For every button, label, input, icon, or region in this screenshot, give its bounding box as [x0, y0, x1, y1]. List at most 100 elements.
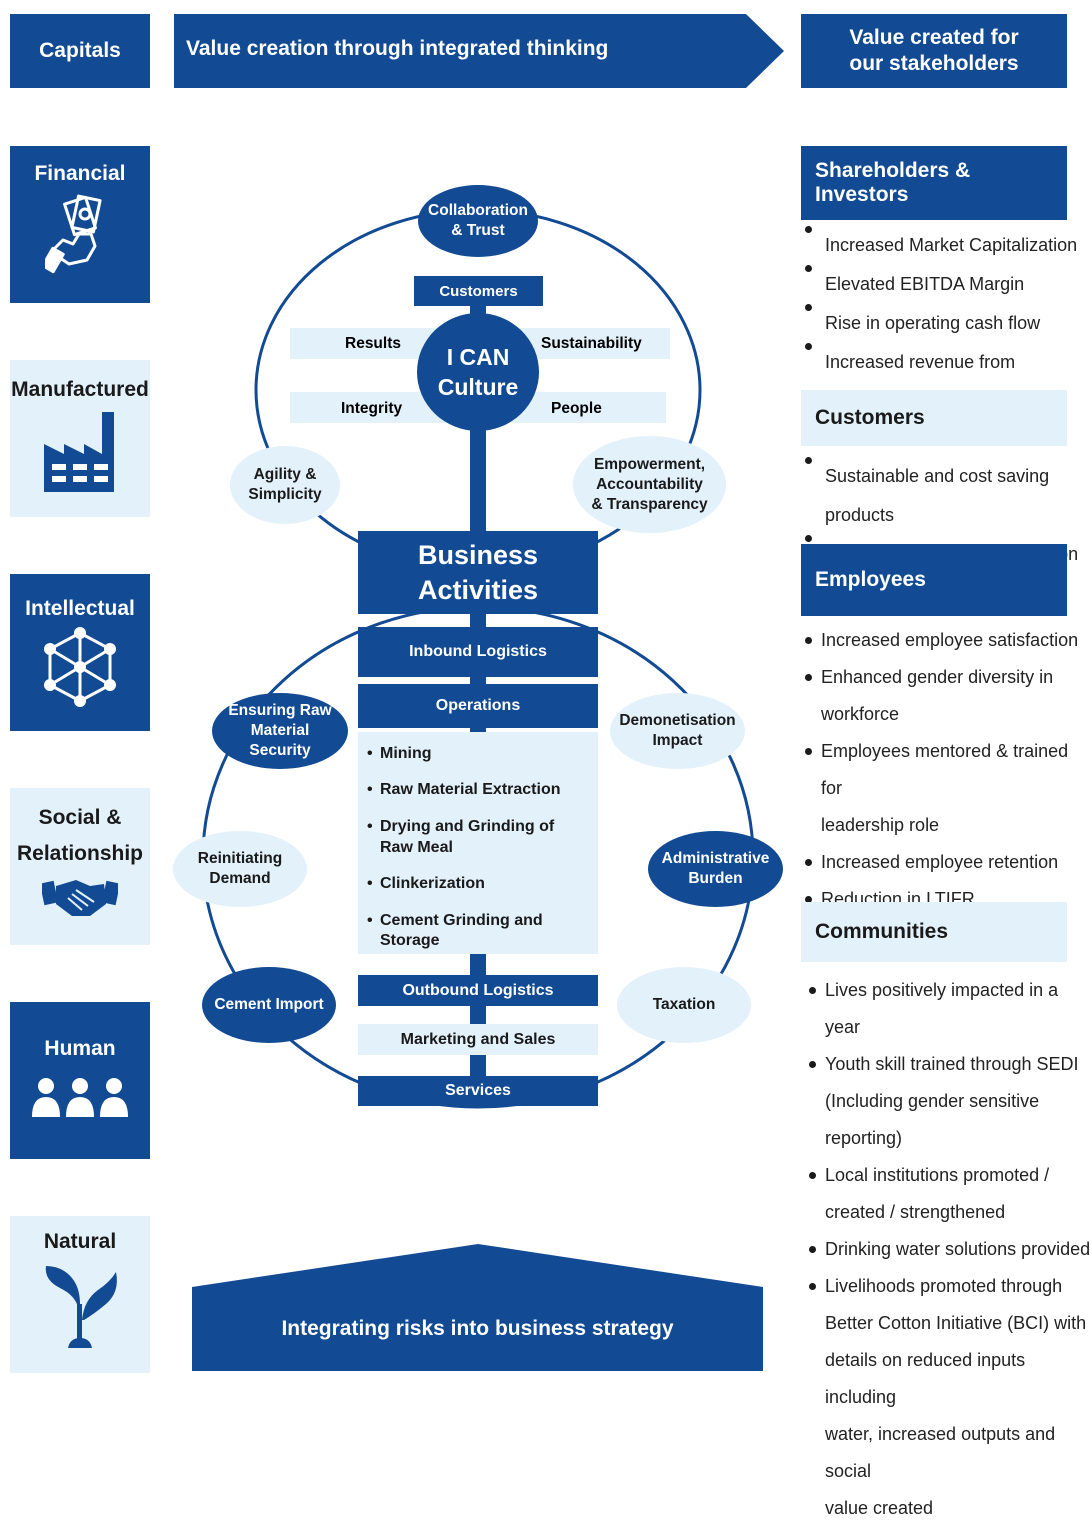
list-item-continuation: leadership role — [821, 815, 940, 835]
capitals-header: Capitals — [10, 14, 150, 88]
communities-title: Communities — [815, 920, 949, 943]
capital-natural: Natural — [10, 1216, 150, 1373]
risk-strategy-banner — [192, 1244, 763, 1371]
operations-label: Operations — [435, 697, 521, 714]
list-item-continuation: value created — [825, 1498, 934, 1518]
list-item: Increased employee satisfaction — [803, 622, 1092, 659]
value-creation-arrow — [174, 14, 784, 88]
capital-financial: Financial — [10, 146, 150, 303]
results-label: Results — [345, 335, 401, 352]
customers-title: Customers — [815, 406, 925, 429]
list-item-continuation: created / strengthened — [825, 1202, 1006, 1222]
operations-list: Raw Material Extraction — [367, 780, 561, 800]
ops-item: Drying and Grinding of — [367, 817, 554, 837]
capital-manufactured-label: Manufactured — [11, 378, 149, 401]
list-item-continuation: workforce — [821, 704, 900, 724]
list-item-continuation: Better Cotton Initiative (BCI) with — [825, 1313, 1087, 1333]
operations-list: Drying and Grinding of — [367, 817, 554, 837]
integrity-label: Integrity — [341, 400, 403, 417]
communities-header: Communities — [801, 902, 1067, 962]
list-item: Increased employee retention — [803, 844, 1092, 881]
reinit-line2: Demand — [209, 870, 271, 887]
operations-list-box: Mining Raw Material Extraction Drying an… — [358, 732, 598, 954]
outbound-label: Outbound Logistics — [402, 981, 554, 999]
inbound-logistics-bar: Inbound Logistics — [358, 627, 598, 677]
list-item-text: Increased employee satisfaction — [821, 630, 1079, 650]
capital-intellectual: Intellectual — [10, 574, 150, 731]
empower-line3: & Transparency — [591, 495, 708, 513]
list-item-text: Local institutions promoted / — [825, 1165, 1050, 1185]
agility-simplicity-oval: Agility &Simplicity — [230, 446, 340, 524]
culture-line1: I CAN — [446, 344, 510, 370]
capital-human-label: Human — [44, 1037, 116, 1060]
culture-line2: Culture — [437, 374, 519, 400]
ops-item: Mining — [367, 744, 432, 764]
business-title-line1: Business — [417, 539, 539, 570]
collab-line1: Collaboration — [428, 202, 528, 219]
inbound-label: Inbound Logistics — [409, 643, 547, 660]
list-item: Enhanced gender diversity in — [803, 659, 1092, 696]
list-item: Employees mentored & trained for — [803, 733, 1092, 807]
list-item: Increased Market Capitalization — [803, 226, 1092, 265]
empower-line2: Accountability — [596, 475, 703, 493]
list-item-continuation: water, increased outputs and social — [825, 1424, 1056, 1481]
cement-import-label: Cement Import — [214, 996, 324, 1013]
list-item-text: Employees mentored & trained for — [821, 741, 1069, 798]
list-item: Sustainable and cost saving products — [803, 457, 1092, 535]
customers-label: Customers — [439, 282, 518, 300]
risk-strategy-label: Integrating risks into business strategy — [281, 1317, 674, 1340]
demon-line1: Demonetisation — [619, 712, 736, 729]
list-item: Lives positively impacted in a year — [807, 972, 1092, 1046]
cement-import-oval: Cement Import — [202, 967, 336, 1043]
list-item: Elevated EBITDA Margin — [803, 265, 1092, 304]
raw-line2: Material — [250, 722, 310, 739]
ops-item: Cement Grinding and Storage — [367, 911, 598, 951]
capital-social-label-line2: Relationship — [16, 842, 143, 865]
list-item: Livelihoods promoted through — [807, 1268, 1092, 1305]
admin-line2: Burden — [688, 870, 743, 887]
taxation-label: Taxation — [652, 996, 716, 1013]
agility-line2: Simplicity — [248, 486, 322, 503]
collab-line2: & Trust — [451, 222, 505, 239]
capital-human: Human — [10, 1002, 150, 1159]
operations-bar: Operations — [358, 684, 598, 728]
ops-item: Clinkerization — [367, 874, 485, 894]
list-item: Drinking water solutions provided — [807, 1231, 1092, 1268]
people-label: People — [551, 400, 602, 417]
capital-social-relationship: Social & Relationship — [10, 788, 150, 945]
list-item-text: Enhanced gender diversity in — [821, 667, 1054, 687]
services-label: Services — [445, 1082, 511, 1099]
communities-list: Lives positively impacted in a year Yout… — [807, 972, 1092, 1527]
taxation-oval: Taxation — [617, 967, 751, 1043]
operations-list: Clinkerization — [367, 874, 485, 894]
list-item-text: Youth skill trained through SEDI — [825, 1054, 1079, 1074]
shareholders-title: Shareholders & Investors — [815, 159, 971, 206]
business-activities-box: Business Activities — [358, 531, 598, 614]
list-item-continuation: (Including gender sensitive — [825, 1091, 1040, 1111]
list-item: Rise in operating cash flow — [803, 304, 1092, 343]
customers-header: Customers — [801, 390, 1067, 446]
ops-item-continuation: Raw Meal — [380, 839, 453, 856]
capital-financial-label: Financial — [34, 162, 126, 185]
admin-line1: Administrative — [661, 850, 770, 867]
people-icon — [32, 1078, 128, 1117]
raw-line3: Security — [249, 742, 311, 759]
outbound-logistics-bar: Outbound Logistics — [358, 975, 598, 1006]
reinit-line1: Reinitiating — [197, 850, 283, 867]
operations-list: Cement Grinding and Storage — [367, 911, 598, 951]
raw-line1: Ensuring Raw — [228, 702, 332, 719]
list-item-text: Lives positively impacted in a year — [825, 980, 1059, 1037]
demon-line2: Impact — [652, 732, 703, 749]
employees-header: Employees — [801, 544, 1067, 616]
value-created-line1: Value created for — [849, 26, 1019, 49]
operations-list: Mining — [367, 744, 432, 764]
capital-social-label-line1: Social & — [38, 806, 122, 829]
marketing-label: Marketing and Sales — [400, 1030, 556, 1048]
empowerment-oval: Empowerment,Accountability& Transparency — [573, 436, 726, 533]
list-item-continuation: details on reduced inputs including — [825, 1350, 1026, 1407]
list-item: Youth skill trained through SEDI — [807, 1046, 1092, 1083]
plant-icon — [45, 1266, 117, 1348]
business-title-line2: Activities — [417, 574, 539, 605]
